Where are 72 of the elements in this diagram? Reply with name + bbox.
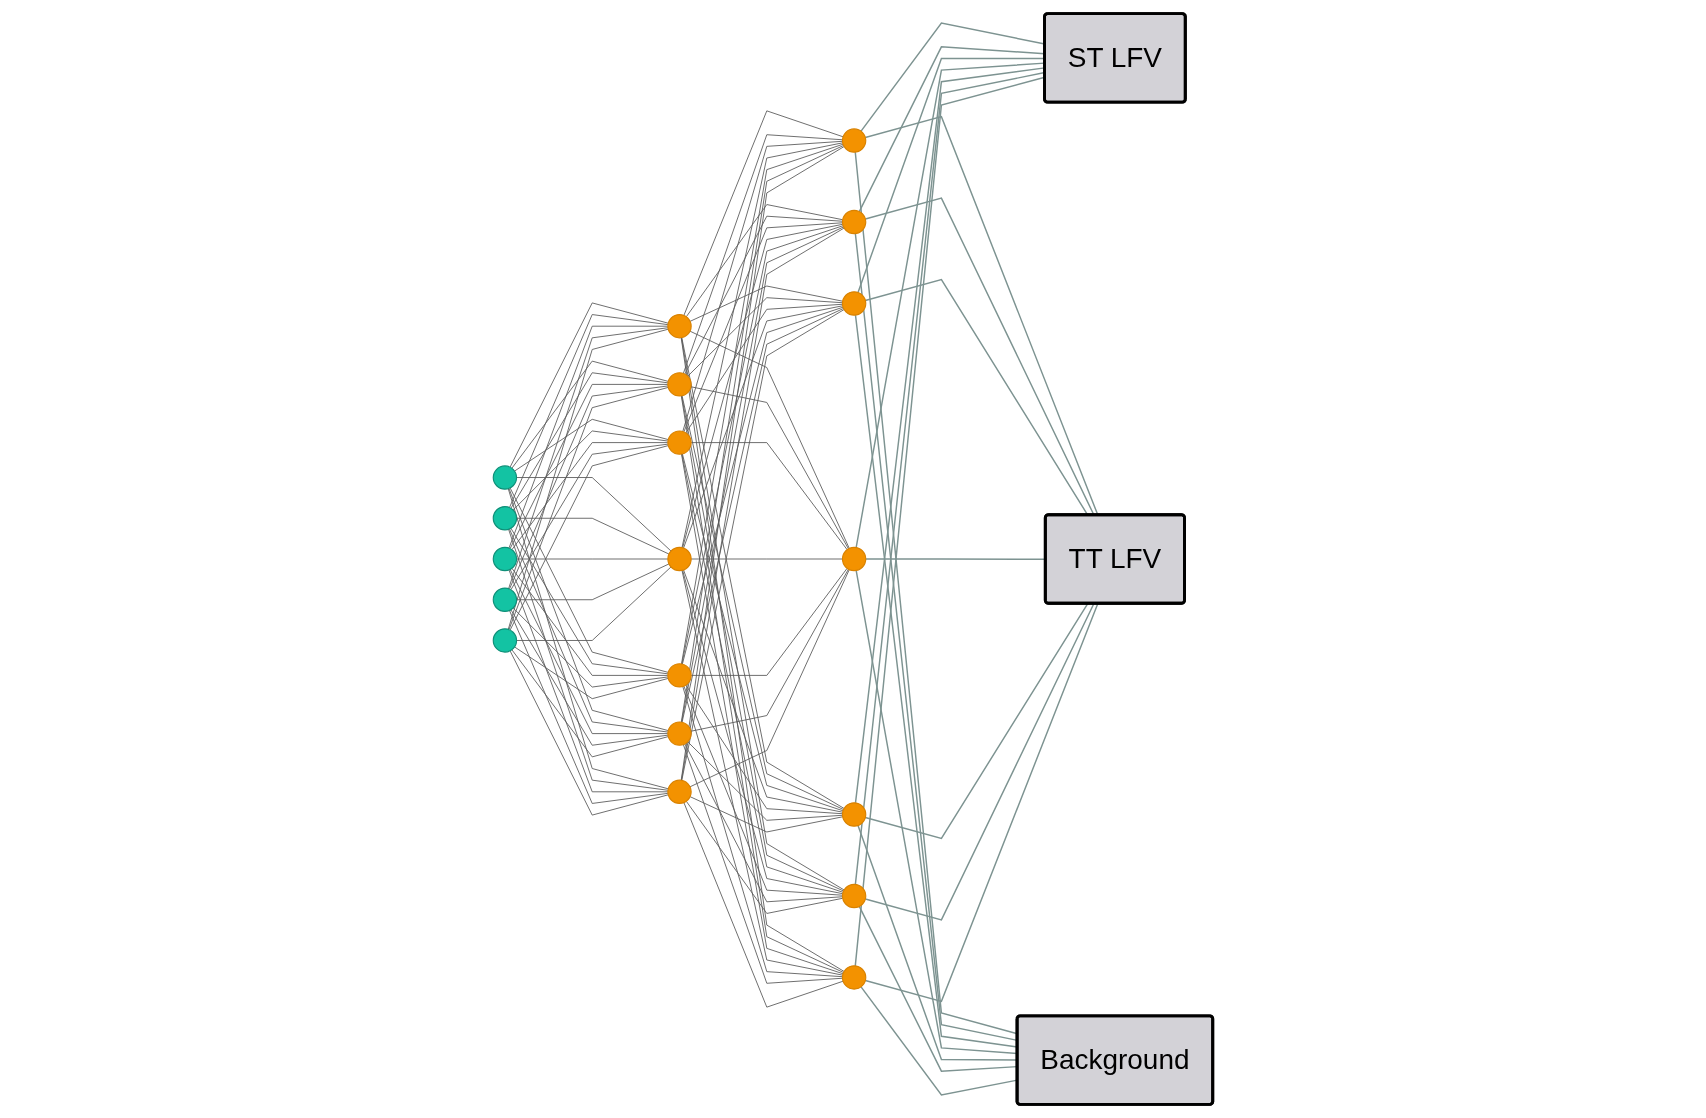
connector	[682, 686, 843, 978]
connector	[509, 445, 669, 631]
node-circle	[841, 965, 867, 990]
connector	[509, 383, 669, 550]
connector	[509, 385, 669, 590]
node-circle	[667, 663, 692, 688]
connector	[509, 314, 669, 508]
node-circle	[667, 779, 692, 805]
connector	[681, 142, 844, 549]
node-circle	[492, 628, 518, 653]
node-circle	[667, 372, 692, 397]
node-circle	[667, 546, 692, 572]
connector	[683, 802, 844, 1008]
node-circle	[841, 291, 867, 316]
connector	[684, 743, 843, 903]
connector	[685, 303, 843, 434]
connector	[689, 796, 844, 833]
connector	[682, 569, 844, 895]
connector	[683, 685, 843, 896]
connector	[683, 569, 844, 813]
connector	[508, 325, 669, 549]
connector	[690, 386, 849, 550]
connector	[509, 610, 669, 804]
node-circle	[492, 465, 518, 490]
node-circle	[841, 546, 867, 572]
node-circle	[841, 802, 867, 827]
connector	[508, 569, 669, 793]
connector	[510, 372, 669, 509]
node-circle	[841, 883, 867, 909]
connector	[510, 527, 669, 675]
node-circle	[492, 546, 518, 572]
connector	[514, 418, 669, 472]
connector	[681, 569, 844, 976]
node-circle	[667, 721, 692, 746]
connector	[510, 609, 669, 746]
connector	[687, 741, 843, 821]
connector	[516, 477, 672, 552]
connector	[687, 297, 843, 377]
connector	[511, 360, 669, 469]
connector	[683, 110, 844, 316]
connector	[689, 285, 844, 322]
node-circle	[667, 314, 692, 339]
node-circle	[492, 506, 518, 531]
connector	[509, 528, 669, 733]
connector	[690, 568, 849, 732]
connector	[685, 800, 844, 914]
connector	[683, 305, 844, 549]
connector	[509, 650, 669, 816]
connector	[682, 140, 843, 432]
node-circle	[492, 587, 518, 612]
connector	[689, 569, 850, 788]
node-circle	[841, 128, 867, 153]
node-circle	[841, 209, 867, 235]
connector	[682, 134, 843, 374]
connector	[682, 744, 843, 984]
connector	[514, 646, 669, 700]
connector	[684, 215, 843, 375]
connector	[682, 223, 844, 549]
connector	[508, 488, 669, 732]
connector	[511, 649, 669, 758]
connector	[509, 568, 669, 735]
connector	[509, 302, 669, 468]
connector	[685, 204, 844, 318]
connector	[683, 222, 843, 433]
connector	[510, 443, 669, 591]
connector	[508, 386, 669, 630]
node-circle	[667, 430, 692, 455]
connector	[516, 517, 670, 555]
connector	[516, 566, 672, 641]
connector	[516, 563, 670, 601]
connector	[689, 330, 850, 549]
connector	[509, 487, 669, 673]
